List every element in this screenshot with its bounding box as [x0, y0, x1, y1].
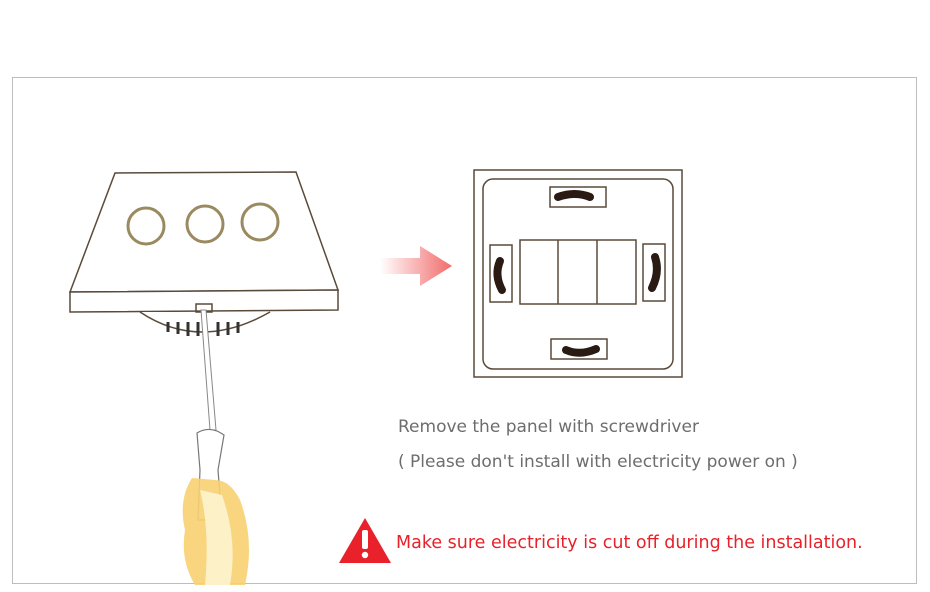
screwdriver-illustration	[182, 309, 249, 585]
arrow-right-icon	[380, 246, 452, 286]
instruction-text: Remove the panel with screwdriver	[398, 417, 699, 437]
warning-triangle-icon	[339, 518, 391, 563]
warning-text: Make sure electricity is cut off during …	[396, 533, 863, 553]
mounting-plate-illustration	[473, 169, 683, 378]
instruction-note: ( Please don't install with electricity …	[398, 452, 798, 472]
warning-message: Make sure electricity is cut off during …	[338, 516, 863, 564]
content-frame	[12, 77, 917, 584]
switch-panel-illustration	[68, 171, 340, 336]
